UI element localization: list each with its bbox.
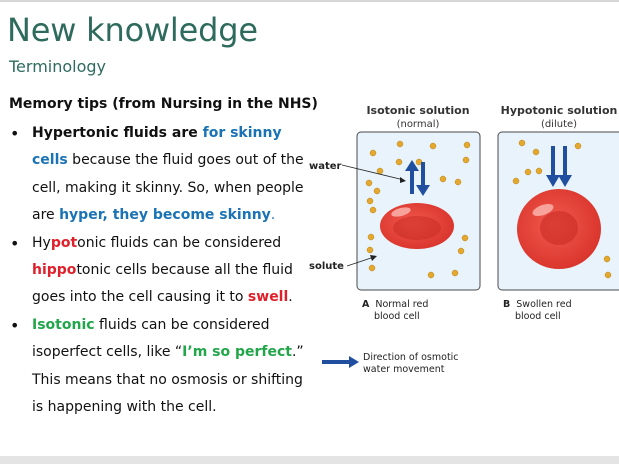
solute-pointer <box>346 256 375 267</box>
tip-text: because the fluid goes out of the cell, … <box>32 152 304 224</box>
panel-a-caption-line2: blood cell <box>374 311 420 322</box>
tip-highlight: Isotonic <box>32 316 95 333</box>
cell-highlight <box>391 207 411 217</box>
water-label: water <box>309 161 342 172</box>
tip-highlight: hyper, they become skinny <box>59 207 271 224</box>
panel-a-caption-line1: Normal red <box>375 299 428 310</box>
legend-text-line1: Direction of osmotic <box>363 352 459 363</box>
tips-heading: Memory tips (from Nursing in the NHS) <box>9 96 318 112</box>
top-border <box>0 0 619 2</box>
panel-a-title: Isotonic solution <box>366 104 469 117</box>
slide-title: New knowledge <box>7 11 258 49</box>
solute-particles-b <box>512 139 612 279</box>
tip-text: tonic cells because all the fluid goes i… <box>32 262 293 306</box>
panel-a-letter: A <box>362 299 370 310</box>
tip-text: onic fluids can be considered <box>77 234 282 251</box>
tip-highlight: swell <box>247 289 289 306</box>
cell-center-shading <box>393 216 441 240</box>
svg-text:B Swollen red: B Swollen red <box>503 299 572 310</box>
tip-highlight: pot <box>50 234 78 251</box>
water-pointer-head <box>400 177 406 183</box>
osmosis-arrows-b <box>546 146 572 187</box>
tip-text: Hy <box>32 234 51 251</box>
tip-text: fluids can be considered isoperfect cell… <box>32 316 270 361</box>
osmosis-diagram: Isotonic solution (normal) Hypotonic sol… <box>309 104 619 375</box>
legend-arrow-head <box>349 356 359 368</box>
tip-highlight: hippo <box>32 262 77 279</box>
tip-highlight: I’m so perfect <box>182 344 292 361</box>
solute-label: solute <box>309 261 344 272</box>
tip-isotonic: • Isotonic fluids can be considered isop… <box>10 312 310 422</box>
panel-b-caption-line1: Swollen red <box>516 299 571 310</box>
tip-hypotonic: • Hypotonic fluids can be considered hip… <box>10 230 310 312</box>
tip-text: Hypertonic fluids are <box>32 125 203 141</box>
solute-pointer-head <box>370 255 377 261</box>
tip-hypertonic: • Hypertonic fluids are for skinny cells… <box>10 120 310 230</box>
panel-a-subtitle: (normal) <box>397 119 440 130</box>
water-pointer <box>341 164 405 181</box>
cell-center-shading <box>540 211 578 245</box>
svg-text:A Normal red: A Normal red <box>362 299 428 310</box>
tip-text: . <box>270 207 276 224</box>
bullet-icon: • <box>10 233 20 253</box>
slide-subtitle: Terminology <box>9 57 107 76</box>
osmosis-arrows-a <box>405 160 430 196</box>
tip-text: . <box>288 289 293 306</box>
solute-particles-a <box>365 140 471 279</box>
legend-text-line2: water movement <box>363 364 445 375</box>
panel-b-subtitle: (dilute) <box>541 119 577 130</box>
memory-tips-list: • Hypertonic fluids are for skinny cells… <box>10 120 310 421</box>
bottom-border <box>0 456 619 464</box>
panel-b-title: Hypotonic solution <box>501 104 618 117</box>
panel-b-caption-line2: blood cell <box>515 311 561 322</box>
cell-highlight <box>532 203 554 217</box>
bullet-icon: • <box>10 124 20 143</box>
bullet-icon: • <box>10 315 20 335</box>
tip-highlight: for skinny cells <box>32 125 282 169</box>
legend: Direction of osmotic water movement <box>322 352 459 375</box>
panel-b-letter: B <box>503 299 510 310</box>
tip-text: .” This means that no osmosis or shiftin… <box>32 344 304 416</box>
